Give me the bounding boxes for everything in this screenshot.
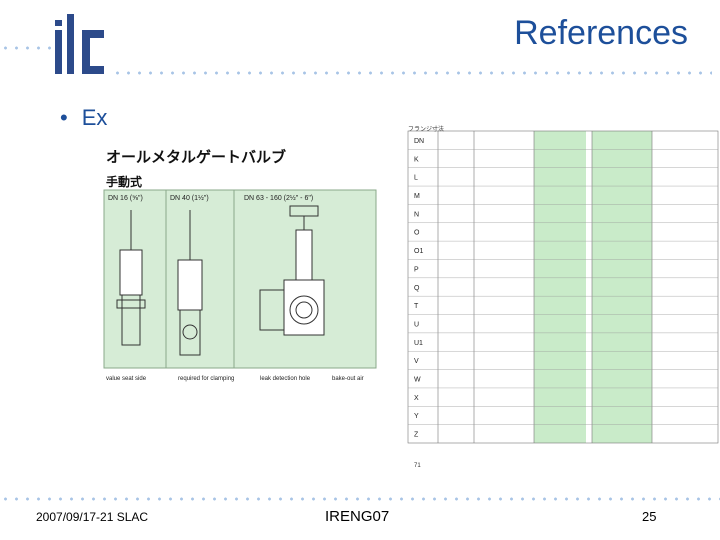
table-row-label: O1 [414, 248, 423, 255]
table-row-label: Z [414, 432, 419, 439]
panel-label-2: DN 40 (1½") [170, 194, 209, 202]
gate-valve-drawing-image: オールメタルゲートバルブ 手動式 DN 16 (⅝") DN 40 (1½") … [100, 140, 388, 386]
footer-event: IRENG07 [325, 508, 390, 525]
table-row-label: L [414, 175, 418, 182]
panel-label-1: DN 16 (⅝") [108, 195, 143, 202]
table-row-label: T [414, 303, 419, 310]
header-dots-left [0, 46, 52, 50]
table-row-label: Q [414, 285, 420, 292]
table-row-label: X [414, 395, 419, 402]
table-row-label: W [414, 377, 421, 384]
svg-text:bake-out air: bake-out air [332, 376, 364, 382]
table-row-label: V [414, 358, 419, 365]
page-number: 25 [642, 509, 657, 524]
table-row-label: U [414, 321, 419, 328]
svg-text:value seat side: value seat side [106, 376, 147, 382]
table-footnote: 71 [414, 463, 421, 469]
table-row-label: Y [414, 413, 419, 420]
table-row-label: P [414, 266, 419, 273]
valve-dn63-160-sketch [259, 205, 325, 336]
table-row-label: N [414, 211, 419, 218]
table-row-label: DN [414, 138, 424, 145]
table-header: フランジ寸法 [408, 125, 444, 133]
table-row-label: U1 [414, 340, 423, 347]
slide-title: References [514, 14, 688, 52]
ilc-logo [55, 14, 104, 74]
panel-label-3: DN 63 - 160 (2½" - 6") [244, 194, 313, 202]
footer-dots [0, 497, 720, 501]
drawing-heading: オールメタルゲートバルブ [106, 148, 286, 166]
drawing-subheading: 手動式 [106, 174, 142, 189]
table-row-label: M [414, 193, 420, 200]
bullet-item: •Ex [60, 105, 108, 130]
valve-dn40-sketch [177, 210, 203, 356]
table-col-green-1 [534, 131, 586, 443]
table-row-label: O [414, 230, 420, 237]
valve-dn16-sketch [116, 210, 146, 346]
table-col-green-2 [592, 131, 652, 443]
svg-text:required for clamping: required for clamping [178, 376, 234, 382]
table-row-label: K [414, 156, 419, 163]
svg-text:leak detection hole: leak detection hole [260, 376, 311, 382]
header-dots-right [112, 71, 712, 75]
drawing-legend: value seat side required for clamping le… [106, 376, 364, 382]
drawing-panel [103, 189, 377, 369]
footer-date: 2007/09/17-21 SLAC [36, 510, 149, 524]
bullet-text: Ex [81, 105, 108, 130]
